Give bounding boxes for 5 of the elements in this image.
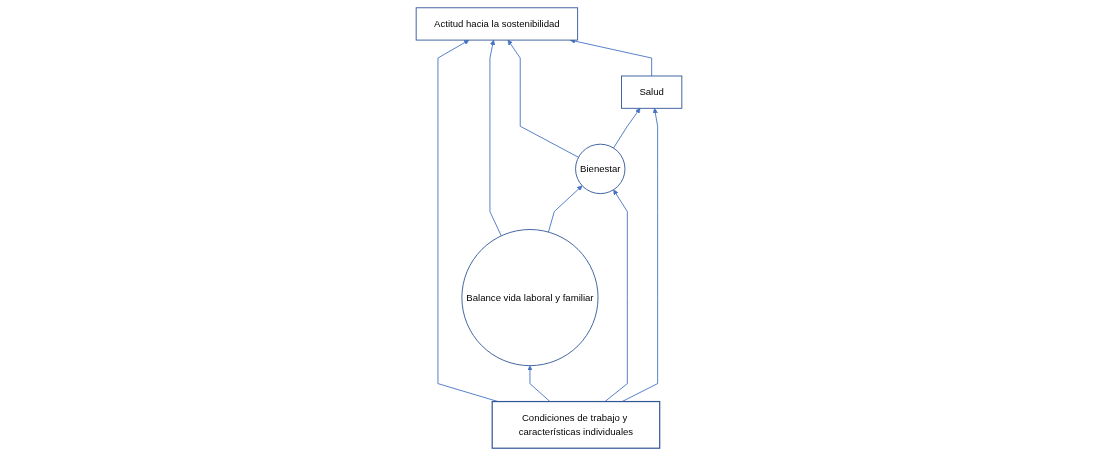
node-box: Condiciones de trabajo y características individuales [491, 400, 660, 449]
node-circle: Balance vida laboral y familiar [460, 229, 598, 367]
node-circle: Bienestar [574, 143, 625, 195]
node-box: Salud [620, 75, 682, 109]
node-box: Actitud hacia la sostenibilidad [415, 7, 578, 41]
